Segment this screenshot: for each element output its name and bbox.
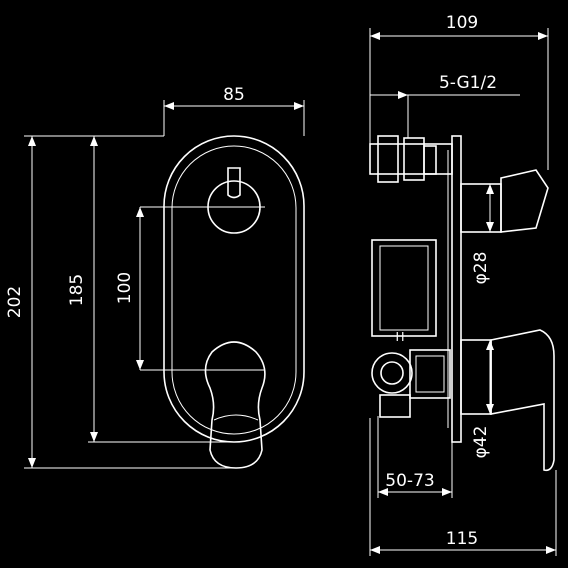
arrow-right: [294, 102, 304, 110]
arrow-adjust-right: [442, 488, 452, 496]
arrow-up: [28, 136, 36, 146]
upper-port-nut: [423, 145, 437, 175]
inlet-ring-inner: [380, 361, 404, 385]
cover-plate-outer: [163, 135, 305, 443]
arrow-down-3: [136, 360, 144, 370]
arrow-phi28-bottom: [486, 222, 494, 232]
dim-width: 85: [223, 85, 245, 105]
dim-center-distance: 100: [115, 272, 135, 304]
arrow-adjust-left: [378, 488, 388, 496]
arrow-bottom-left: [370, 546, 380, 554]
arrow-phi42-top: [486, 340, 494, 350]
dim-thread: 5-G1/2: [439, 73, 497, 93]
lower-port: [379, 394, 411, 418]
front-view: 85 202 185 100: [5, 85, 305, 469]
arrow-left: [164, 102, 174, 110]
side-lever-base: [460, 339, 492, 415]
arrow-up-3: [136, 207, 144, 217]
dim-total-height: 202: [5, 286, 25, 318]
dim-phi42: φ42: [471, 426, 491, 459]
upper-port-left: [377, 135, 399, 183]
side-knob-base: [460, 183, 502, 233]
lever-handle: [204, 341, 266, 469]
lower-body: [409, 349, 451, 399]
arrow-phi42-bottom: [486, 404, 494, 414]
upper-body: [369, 143, 453, 175]
arrow-up-2: [90, 136, 98, 146]
arrow-down-2: [90, 432, 98, 442]
arrow-thread: [398, 91, 408, 99]
dim-depth-bottom: 115: [446, 529, 478, 549]
arrow-down: [28, 458, 36, 468]
selector-knob-pointer: [227, 167, 241, 199]
valve-box: [371, 239, 437, 337]
side-knob: [500, 169, 549, 233]
lower-body-inner: [415, 355, 445, 393]
dim-plate-height: 185: [67, 274, 87, 306]
side-lever: [490, 329, 555, 472]
dim-phi28: φ28: [471, 252, 491, 285]
side-cover-plate: [451, 135, 462, 443]
cover-plate-inner: [171, 145, 297, 435]
arrow-phi28-top: [486, 184, 494, 194]
body-mark: H: [395, 330, 404, 344]
inlet-ring-outer: [371, 352, 413, 394]
dim-adjust-range: 50-73: [385, 471, 434, 491]
arrow-bottom-right: [546, 546, 556, 554]
valve-box-inner: [379, 245, 429, 331]
lever-handle-edge: [213, 414, 259, 421]
side-view: H 109 5-G1/2 φ28 φ42: [369, 13, 557, 556]
arrow-right-2: [538, 32, 548, 40]
dim-depth-top: 109: [446, 13, 478, 33]
arrow-left-2: [370, 32, 380, 40]
